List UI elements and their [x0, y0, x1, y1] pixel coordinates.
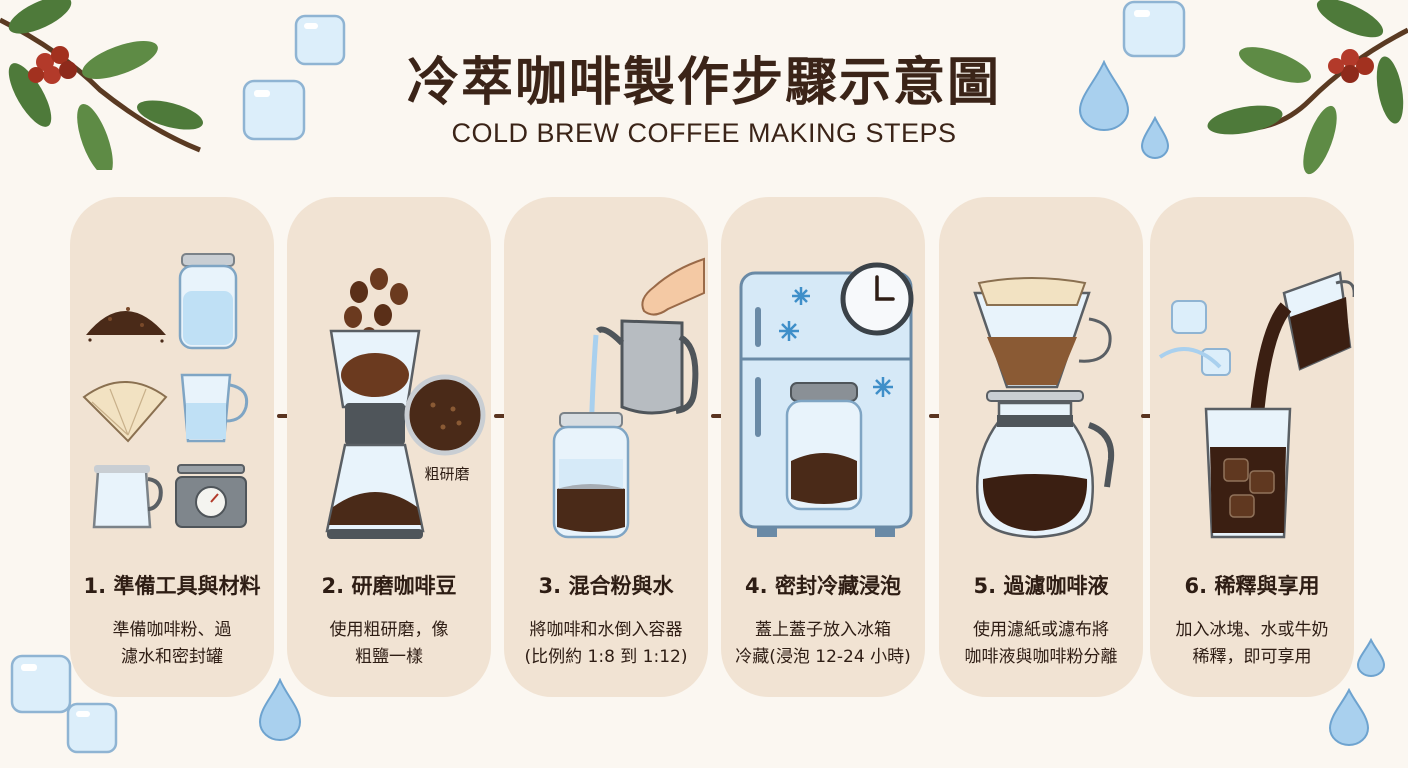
page-subtitle: COLD BREW COFFEE MAKING STEPS	[451, 118, 957, 148]
kettle-icon	[92, 465, 163, 529]
step-card-1: 1. 準備工具與材料 準備咖啡粉、過濾水和密封罐	[70, 197, 274, 697]
tools-materials-illustration	[82, 253, 249, 529]
mason-jar-icon	[552, 412, 630, 539]
filter-coffee-illustration	[973, 277, 1115, 539]
grinder-icon	[325, 329, 425, 539]
sealed-jar-icon	[785, 382, 863, 511]
step-description: 蓋上蓋子放入冰箱冷藏(浸泡 12-24 小時)	[735, 620, 911, 667]
step-description: 將咖啡和水倒入容器(比例約 1:8 到 1:12)	[524, 620, 688, 667]
step-description: 使用粗研磨，像粗鹽一樣	[329, 620, 449, 667]
refrigerator-illustration	[739, 262, 914, 537]
step-card-2: 粗研磨 2. 研磨咖啡豆 使用粗研磨，像粗鹽一樣	[287, 197, 491, 697]
pour-over-dripper-icon	[973, 277, 1112, 402]
step-title: 4. 密封冷藏浸泡	[745, 574, 901, 598]
step-title: 6. 稀釋與享用	[1184, 574, 1320, 598]
ice-cube-icon	[1171, 300, 1231, 376]
coffee-grinder-illustration: 粗研磨	[325, 268, 486, 539]
serve-iced-coffee-illustration	[1158, 271, 1354, 539]
iced-coffee-glass-icon	[1204, 407, 1292, 539]
coffee-branch-icon	[0, 0, 203, 170]
water-drop-icon	[258, 678, 302, 741]
water-splash-icon	[1158, 347, 1222, 369]
coarse-grind-label: 粗研磨	[424, 465, 469, 483]
glass-pitcher-icon	[180, 373, 249, 443]
coffee-grounds-pile-icon	[86, 307, 166, 343]
water-drop-icon	[1328, 688, 1370, 746]
water-drop-icon	[1356, 638, 1386, 677]
pour-water-illustration	[552, 257, 705, 539]
step-title: 1. 準備工具與材料	[83, 574, 261, 598]
coarse-ground-inset-icon	[404, 374, 486, 456]
kitchen-scale-icon	[175, 464, 247, 528]
ice-cube-icon	[66, 702, 118, 754]
milk-jug-icon	[1282, 271, 1354, 371]
water-drop-icon	[1140, 116, 1170, 159]
step-description: 使用濾紙或濾布將咖啡液與咖啡粉分離	[964, 620, 1118, 667]
step-description: 準備咖啡粉、過濾水和密封罐	[112, 620, 232, 667]
carafe-icon	[975, 401, 1115, 539]
coffee-branch-icon	[1207, 0, 1408, 175]
step-title: 5. 過濾咖啡液	[973, 574, 1109, 598]
step-title: 3. 混合粉與水	[538, 574, 674, 598]
step-card-5: 5. 過濾咖啡液 使用濾紙或濾布將咖啡液與咖啡粉分離	[939, 197, 1143, 697]
water-drop-icon	[1078, 60, 1130, 131]
page-title: 冷萃咖啡製作步驟示意圖	[406, 53, 1001, 113]
step-description: 加入冰塊、水或牛奶稀釋，即可享用	[1175, 620, 1329, 667]
ice-cube-icon	[1122, 0, 1186, 58]
gooseneck-kettle-icon	[595, 319, 699, 415]
hand-icon	[641, 257, 705, 316]
clock-icon	[840, 262, 914, 336]
step-card-4: 4. 密封冷藏浸泡 蓋上蓋子放入冰箱冷藏(浸泡 12-24 小時)	[721, 197, 925, 697]
snowflake-icon	[779, 287, 893, 397]
ice-cube-icon	[242, 79, 306, 141]
filter-paper-icon	[82, 381, 168, 443]
ice-cube-icon	[294, 14, 346, 66]
ice-cube-icon	[10, 654, 72, 714]
water-jar-icon	[178, 253, 238, 350]
step-card-3: 3. 混合粉與水 將咖啡和水倒入容器(比例約 1:8 到 1:12)	[504, 197, 708, 697]
step-title: 2. 研磨咖啡豆	[321, 574, 457, 598]
step-card-6: 6. 稀釋與享用 加入冰塊、水或牛奶稀釋，即可享用	[1150, 197, 1354, 697]
